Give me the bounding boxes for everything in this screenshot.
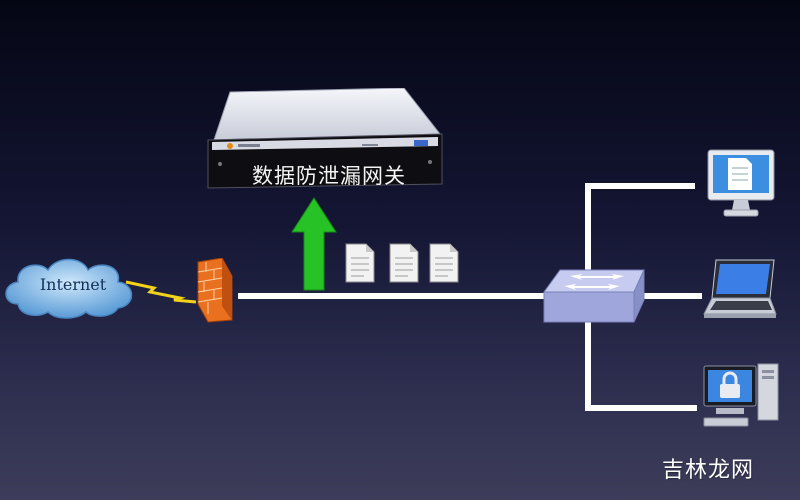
documents-group <box>345 243 459 283</box>
laptop-icon <box>703 259 777 318</box>
firewall-icon <box>197 258 233 323</box>
watermark-text: 吉林龙网 <box>662 458 755 483</box>
switch-icon <box>543 269 645 323</box>
up-arrow-icon <box>291 197 337 291</box>
document-icon <box>389 243 419 283</box>
cloud-icon <box>5 258 133 319</box>
lightning-icon <box>125 280 197 304</box>
server-icon <box>207 88 443 189</box>
document-icon <box>345 243 375 283</box>
secure-desktop-icon <box>703 363 779 427</box>
internet-label: Internet <box>39 275 107 294</box>
internet-cloud <box>0 252 140 322</box>
monitor-icon <box>707 149 775 217</box>
gateway-label: 数据防泄漏网关 <box>252 164 406 188</box>
document-icon <box>429 243 459 283</box>
